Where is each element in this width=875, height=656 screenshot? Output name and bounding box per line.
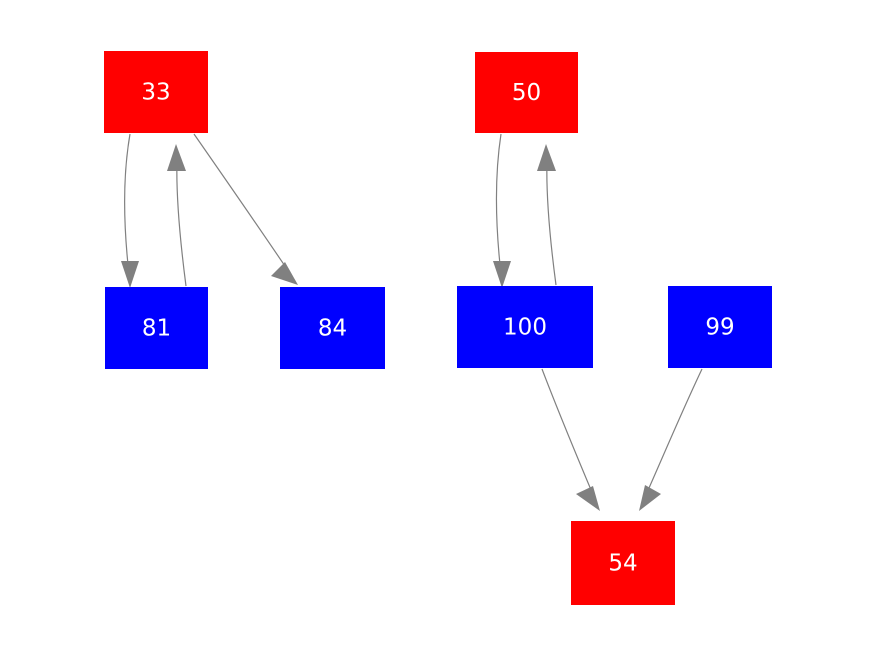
arrowhead-icon — [493, 261, 511, 288]
edge-50-to-100 — [493, 133, 511, 288]
arrowhead-icon — [576, 486, 600, 511]
edge-81-to-33 — [167, 144, 187, 287]
node-54[interactable]: 54 — [571, 521, 675, 605]
arrowhead-icon — [271, 262, 298, 285]
node-box[interactable] — [105, 287, 208, 369]
node-box[interactable] — [571, 521, 675, 605]
node-box[interactable] — [280, 287, 385, 369]
node-84[interactable]: 84 — [280, 287, 385, 369]
edge-33-to-81 — [121, 133, 139, 288]
edge-100-to-54 — [541, 368, 600, 511]
edge-line — [124, 133, 131, 275]
arrowhead-icon — [639, 485, 661, 511]
edge-99-to-54 — [639, 368, 703, 511]
node-box[interactable] — [475, 52, 578, 133]
arrowhead-icon — [121, 261, 139, 288]
edge-line — [495, 133, 502, 275]
nodes-layer: 33 50 81 84 100 99 54 — [104, 51, 772, 605]
edge-100-to-50 — [537, 144, 557, 286]
edge-line — [176, 159, 187, 287]
node-81[interactable]: 81 — [105, 287, 208, 369]
edge-line — [541, 368, 595, 498]
edge-line — [193, 133, 290, 273]
node-box[interactable] — [668, 286, 772, 368]
node-box[interactable] — [104, 51, 208, 133]
node-50[interactable]: 50 — [475, 52, 578, 133]
arrowhead-icon — [167, 144, 186, 171]
node-33[interactable]: 33 — [104, 51, 208, 133]
node-100[interactable]: 100 — [457, 286, 593, 368]
edge-33-to-84 — [193, 133, 298, 285]
edge-line — [644, 368, 703, 498]
node-box[interactable] — [457, 286, 593, 368]
arrowhead-icon — [537, 144, 556, 171]
edge-line — [546, 159, 557, 286]
edges-layer — [121, 133, 703, 511]
node-99[interactable]: 99 — [668, 286, 772, 368]
